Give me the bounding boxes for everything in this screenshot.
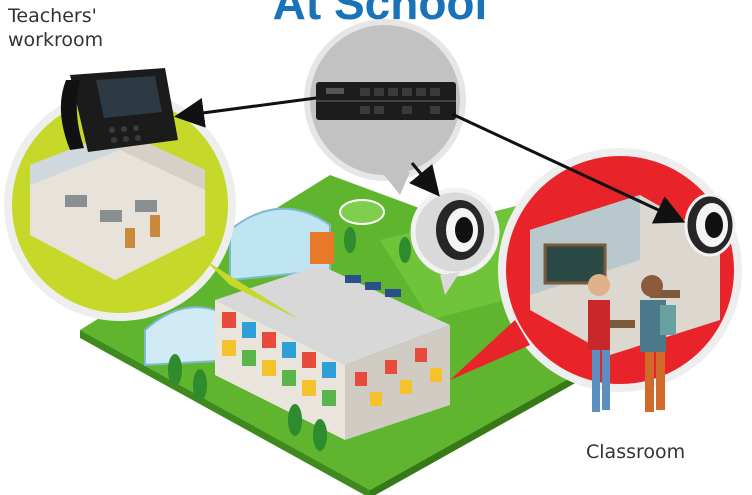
students-illustration bbox=[588, 274, 676, 412]
arrow-to-classroom-speaker bbox=[451, 112, 686, 224]
pbx-unit-icon bbox=[316, 82, 456, 120]
teachers-workroom-bubble bbox=[4, 89, 300, 321]
teachers-workroom-label-line2: workroom bbox=[8, 29, 104, 51]
classroom-label: Classroom bbox=[586, 441, 686, 463]
ip-phone-icon bbox=[60, 68, 178, 152]
teachers-workroom-label-line1: Teachers' bbox=[8, 5, 97, 27]
greenhouse bbox=[144, 207, 331, 367]
speaker-icon bbox=[410, 187, 500, 295]
teachers-workroom-label: Teachers' workroom bbox=[8, 4, 138, 52]
arrow-to-campus-speaker bbox=[409, 162, 440, 197]
speaker-icon bbox=[684, 193, 736, 257]
arrow-to-phone bbox=[174, 96, 317, 128]
school-building bbox=[215, 232, 450, 440]
trees bbox=[168, 227, 411, 451]
connection-arrows bbox=[174, 96, 686, 224]
